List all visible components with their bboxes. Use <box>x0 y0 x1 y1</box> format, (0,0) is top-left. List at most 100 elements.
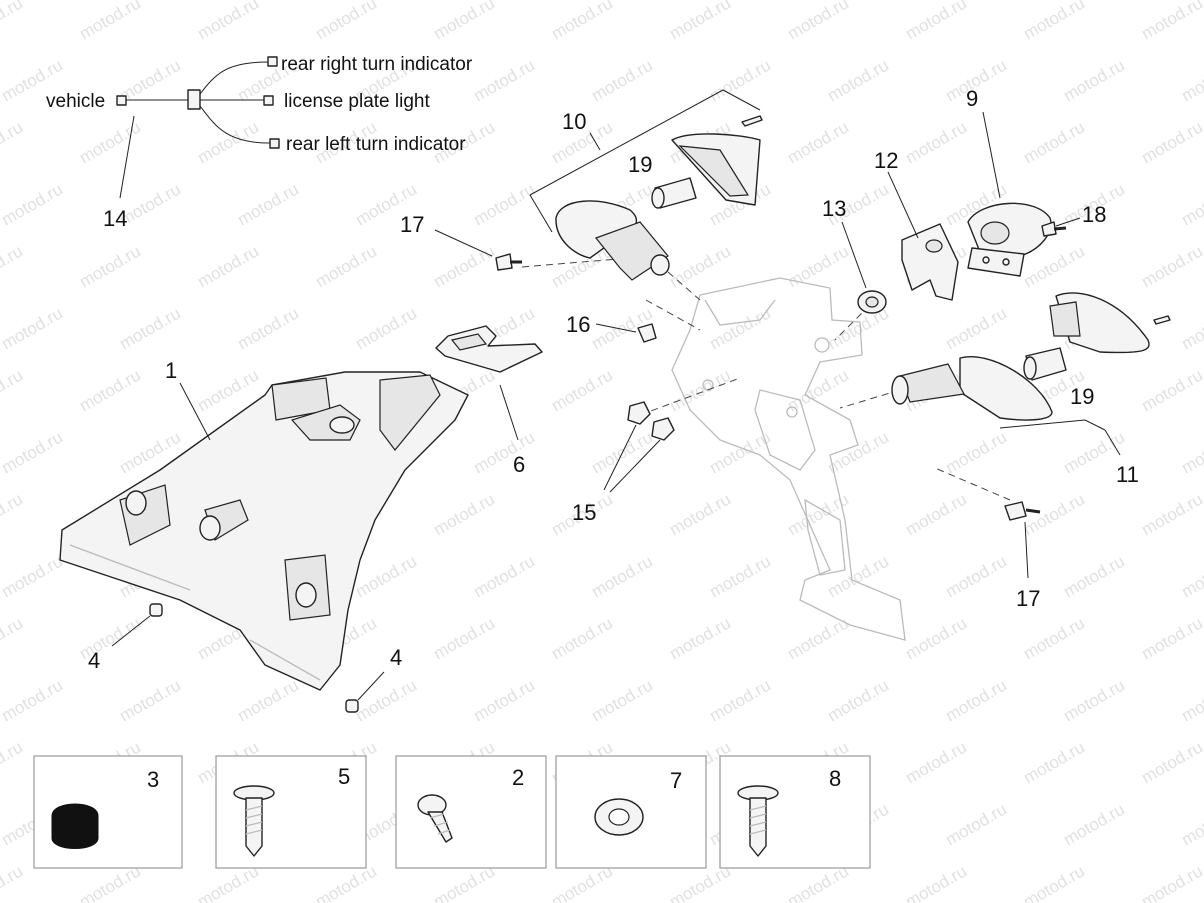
watermark-text: motod.ru <box>312 241 380 291</box>
watermark-text: motod.ru <box>0 179 66 229</box>
watermark-text: motod.ru <box>1178 799 1204 849</box>
watermark-text: motod.ru <box>0 861 26 903</box>
watermark-text: motod.ru <box>76 613 144 663</box>
watermark-text: motod.ru <box>194 241 262 291</box>
callout-10: 10 <box>562 109 586 134</box>
watermark-text: motod.ru <box>666 365 734 415</box>
watermark-text: motod.ru <box>1020 117 1088 167</box>
watermark-text: motod.ru <box>0 675 66 725</box>
part-6-bracket: 6 <box>435 325 543 477</box>
watermark-text: motod.ru <box>352 303 420 353</box>
wiring-license-light-label: license plate light <box>284 91 430 112</box>
watermark-text: motod.ru <box>352 675 420 725</box>
watermark-text: motod.ru <box>1060 675 1128 725</box>
watermark-text: motod.ru <box>76 241 144 291</box>
watermark-text: motod.ru <box>824 675 892 725</box>
part-10-turn-indicator: 10 19 <box>529 89 763 281</box>
watermark-text: motod.ru <box>942 427 1010 477</box>
callout-15: 15 <box>572 500 596 525</box>
watermark-text: motod.ru <box>706 551 774 601</box>
watermark-text: motod.ru <box>824 303 892 353</box>
watermark-text: motod.ru <box>784 241 852 291</box>
watermark-text: motod.ru <box>1178 675 1204 725</box>
watermark-text: motod.ru <box>1020 737 1088 787</box>
watermark-text: motod.ru <box>902 737 970 787</box>
watermark-text: motod.ru <box>430 0 498 43</box>
callout-13: 13 <box>822 196 846 221</box>
part-11-turn-indicator: 11 19 <box>891 292 1171 487</box>
box-3-label: 3 <box>147 767 159 792</box>
callout-1: 1 <box>165 358 177 383</box>
box-2-label: 2 <box>512 765 524 790</box>
watermark-text: motod.ru <box>470 179 538 229</box>
watermark-text: motod.ru <box>824 55 892 105</box>
part-12-gasket: 12 <box>874 148 959 301</box>
watermark-text: motod.ru <box>0 0 26 43</box>
watermark-text: motod.ru <box>902 0 970 43</box>
callout-14: 14 <box>103 206 127 231</box>
watermark-text: motod.ru <box>784 117 852 167</box>
watermark-text: motod.ru <box>470 675 538 725</box>
part-1-under-tray: 1 <box>59 358 469 691</box>
watermark-text: motod.ru <box>1138 241 1204 291</box>
watermark-text: motod.ru <box>0 365 26 415</box>
callout-19b: 19 <box>1070 384 1094 409</box>
watermark-text: motod.ru <box>0 489 26 539</box>
part-4-nuts: 4 4 <box>88 603 402 713</box>
connector-icon <box>263 95 274 106</box>
watermark-text: motod.ru <box>194 0 262 43</box>
watermark-text: motod.ru <box>1138 117 1204 167</box>
wiring-diagram: vehicle rear right turn indicator licens… <box>46 54 473 231</box>
watermark-text: motod.ru <box>312 0 380 43</box>
watermark-text: motod.ru <box>588 551 656 601</box>
watermark-text: motod.ru <box>666 613 734 663</box>
watermark-text: motod.ru <box>1020 489 1088 539</box>
watermark-text: motod.ru <box>1060 799 1128 849</box>
connector-icon <box>116 95 127 106</box>
connector-icon <box>269 138 280 149</box>
watermark-text: motod.ru <box>0 551 66 601</box>
callout-4a: 4 <box>88 648 100 673</box>
watermark-text: motod.ru <box>706 55 774 105</box>
watermark-text: motod.ru <box>1020 861 1088 903</box>
watermark-text: motod.ru <box>234 303 302 353</box>
watermark-text: motod.ru <box>0 117 26 167</box>
watermark-text: motod.ru <box>706 303 774 353</box>
parts-box-5: 5 <box>215 755 367 869</box>
watermark-text: motod.ru <box>784 0 852 43</box>
watermark-text: motod.ru <box>902 861 970 903</box>
watermark-text: motod.ru <box>942 303 1010 353</box>
watermark-text: motod.ru <box>666 489 734 539</box>
callout-17b: 17 <box>1016 586 1040 611</box>
watermark-text: motod.ru <box>470 55 538 105</box>
watermark-text: motod.ru <box>1020 0 1088 43</box>
watermark-text: motod.ru <box>234 179 302 229</box>
connector-icon <box>267 56 278 67</box>
watermark-text: motod.ru <box>548 0 616 43</box>
watermark-text: motod.ru <box>1138 861 1204 903</box>
watermark-text: motod.ru <box>548 613 616 663</box>
watermark-text: motod.ru <box>824 427 892 477</box>
callout-9: 9 <box>966 86 978 111</box>
callout-17a: 17 <box>400 212 424 237</box>
watermark-text: motod.ru <box>76 365 144 415</box>
watermark-text: motod.ru <box>1178 303 1204 353</box>
watermark-text: motod.ru <box>1138 365 1204 415</box>
watermark-text: motod.ru <box>0 737 26 787</box>
part-15-nuts: 15 <box>572 401 675 525</box>
wiring-rear-right-label: rear right turn indicator <box>281 54 473 75</box>
watermark-text: motod.ru <box>1020 613 1088 663</box>
watermark-text: motod.ru <box>352 551 420 601</box>
watermark-text: motod.ru <box>942 675 1010 725</box>
watermark-text: motod.ru <box>942 551 1010 601</box>
watermark-text: motod.ru <box>0 241 26 291</box>
wiring-rear-left-label: rear left turn indicator <box>286 134 466 155</box>
watermark-text: motod.ru <box>194 117 262 167</box>
callout-4b: 4 <box>390 645 402 670</box>
watermark-text: motod.ru <box>706 675 774 725</box>
watermark-text: motod.ru <box>1060 551 1128 601</box>
wiring-vehicle-label: vehicle <box>46 91 105 112</box>
watermark-text: motod.ru <box>588 675 656 725</box>
watermark-text: motod.ru <box>430 241 498 291</box>
